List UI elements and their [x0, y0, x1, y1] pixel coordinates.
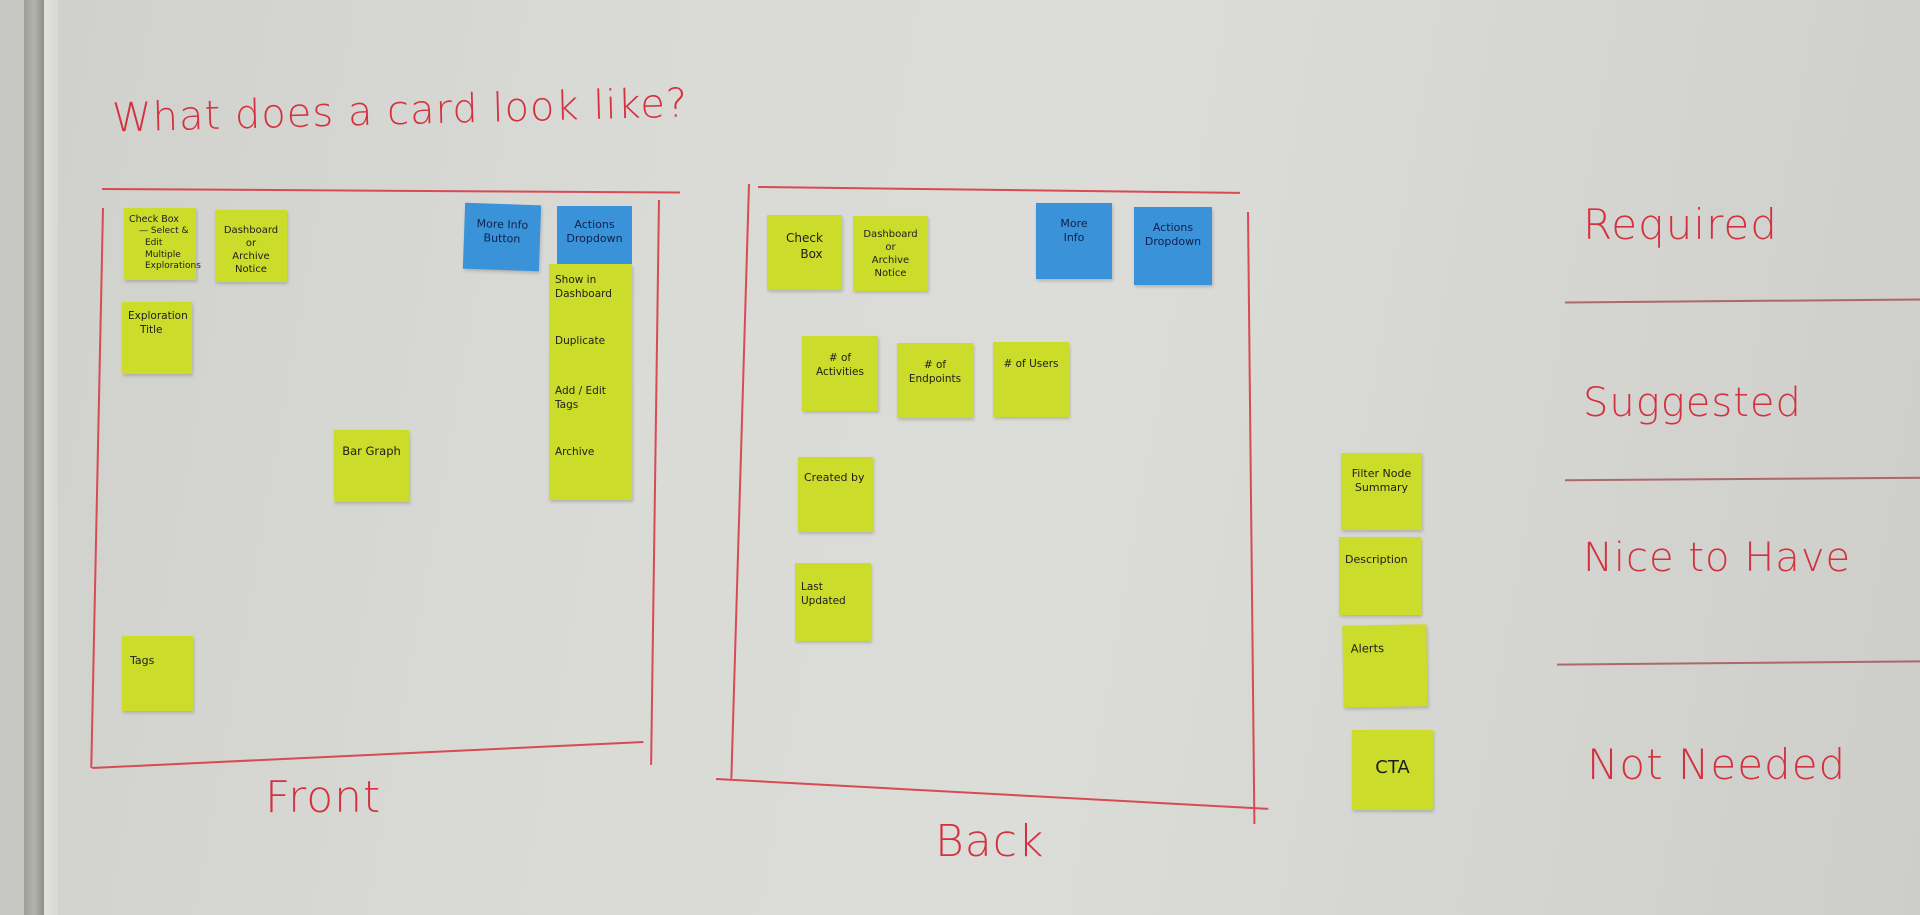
front-note-actions-dropdown[interactable]: Actions Dropdown: [557, 206, 632, 264]
back-note-dashboard-archive-notice[interactable]: Dashboard or Archive Notice: [853, 216, 928, 291]
actions-menu-item-show-in-dashboard[interactable]: Show in Dashboard: [555, 274, 612, 300]
unsorted-note-cta[interactable]: CTA: [1352, 730, 1433, 810]
unsorted-note-filter-node-summary[interactable]: Filter Node Summary: [1341, 453, 1422, 530]
back-note-check-box[interactable]: Check Box: [767, 215, 842, 290]
back-label: Back: [935, 816, 1045, 867]
category-nice-to-have: Nice to Have: [1583, 535, 1852, 581]
front-note-exploration-title[interactable]: Exploration Title: [122, 302, 192, 374]
board-title: What does a card look like?: [111, 80, 689, 142]
front-note-check-box[interactable]: Check Box — Select & Edit Multiple Explo…: [124, 208, 201, 280]
back-note-more-info[interactable]: More Info: [1036, 203, 1112, 279]
front-label: Front: [265, 772, 382, 823]
unsorted-note-alerts[interactable]: Alerts: [1342, 624, 1428, 708]
front-note-bar-graph[interactable]: Bar Graph: [334, 430, 409, 502]
actions-menu-item-archive[interactable]: Archive: [555, 446, 595, 459]
category-not-needed: Not Needed: [1587, 740, 1847, 789]
category-suggested: Suggested: [1583, 380, 1802, 426]
front-note-dashboard-archive-notice[interactable]: Dashboard or Archive Notice: [215, 210, 287, 282]
category-divider: [1565, 298, 1920, 304]
whiteboard-frame-edge: [44, 0, 58, 915]
front-note-more-info-button[interactable]: More Info Button: [462, 202, 542, 272]
back-note-num-endpoints[interactable]: # of Endpoints: [897, 343, 973, 418]
wall: [0, 0, 24, 915]
back-note-created-by[interactable]: Created by: [798, 457, 873, 532]
category-required: Required: [1583, 200, 1778, 249]
actions-menu-item-add-edit-tags[interactable]: Add / Edit Tags: [555, 384, 606, 411]
category-divider: [1557, 660, 1920, 666]
back-note-num-activities[interactable]: # of Activities: [802, 336, 878, 411]
front-actions-menu-note: Show in Dashboard Duplicate Add / Edit T…: [549, 264, 632, 500]
whiteboard-frame: [24, 0, 44, 915]
back-note-last-updated[interactable]: Last Updated: [795, 563, 871, 641]
actions-menu-item-duplicate[interactable]: Duplicate: [555, 335, 606, 348]
front-note-tags[interactable]: Tags: [122, 636, 193, 711]
back-note-num-users[interactable]: # of Users: [993, 342, 1069, 417]
unsorted-note-description[interactable]: Description: [1339, 537, 1421, 615]
back-note-actions-dropdown[interactable]: Actions Dropdown: [1134, 207, 1212, 285]
category-divider: [1564, 476, 1920, 481]
